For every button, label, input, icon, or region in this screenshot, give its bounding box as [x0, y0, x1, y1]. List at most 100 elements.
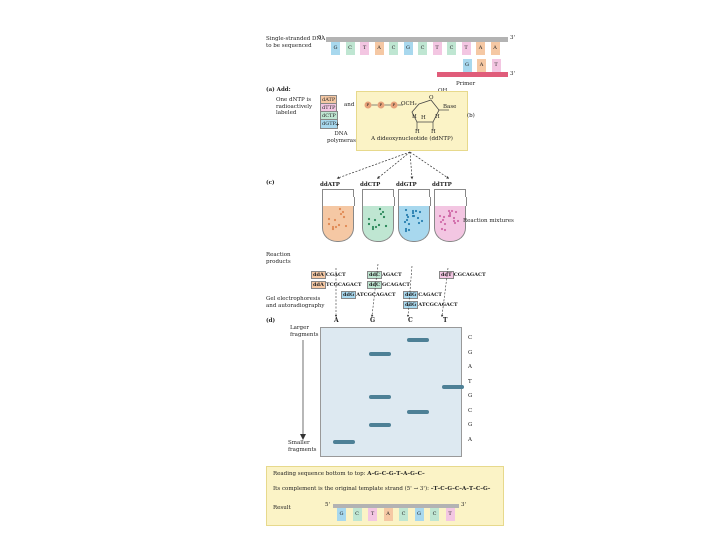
molecule-dot — [417, 221, 421, 225]
smaller-fragments-label: Smaller fragments — [288, 440, 317, 453]
template-backbone — [326, 37, 508, 42]
dispense-arrows — [336, 151, 450, 180]
molecule-dot — [416, 216, 420, 220]
molecule-dot — [331, 225, 335, 229]
lane-label: C — [408, 317, 413, 324]
h-label-2: H — [435, 114, 440, 120]
template-base: G — [403, 42, 413, 55]
molecule-dot — [333, 218, 337, 222]
reaction-mixtures-label: Reaction mixtures — [463, 218, 514, 224]
product-dd-end: ddA — [311, 271, 326, 279]
lane-label: A — [334, 317, 339, 324]
result-base: G — [414, 508, 424, 521]
template-3-end: 3' — [510, 35, 516, 41]
h-label-1: H — [412, 114, 417, 120]
molecule-dot — [407, 222, 411, 226]
template-base: A — [374, 42, 384, 55]
product-dd-end: ddG — [403, 301, 419, 309]
part-c-tag: (c) — [266, 180, 275, 186]
molecule-dot — [344, 224, 348, 228]
molecule-dot — [327, 222, 331, 226]
gel-band — [442, 385, 464, 390]
gel-arrows — [334, 263, 449, 318]
result-base: A — [383, 508, 393, 521]
molecule-dot — [373, 218, 377, 222]
tube-label: ddATP — [320, 182, 340, 188]
ring-oxygen-label: O — [429, 95, 434, 101]
product-sequence: ATCGCAGACT — [418, 302, 458, 308]
molecule-dot — [411, 211, 415, 215]
primer-3-end: 3' — [510, 71, 516, 77]
reading-panel: Reading sequence bottom to top: A–G–C–G–… — [266, 466, 504, 526]
product-sequence: ATCGCAGACT — [356, 292, 396, 298]
product-sequence: GCAGACT — [381, 282, 410, 288]
product-dd-end: ddG — [341, 291, 357, 299]
reaction-tube — [322, 205, 354, 242]
larger-fragments-label: Larger fragments — [290, 325, 319, 338]
tube-molecules — [367, 207, 388, 231]
molecule-dot — [407, 228, 411, 232]
gel-band — [369, 423, 391, 428]
h-label-3: H — [421, 115, 426, 121]
molecule-dot — [327, 217, 331, 221]
phosphate-1-circle — [364, 101, 372, 109]
dispense-arrow-g — [409, 151, 414, 180]
result-5-end: 5' — [325, 502, 331, 508]
dispense-arrow-t — [409, 151, 450, 179]
molecule-dot — [443, 222, 447, 226]
ddntp-panel: P P P OCH₂ O Base H H H H H A dideoxynuc… — [356, 91, 468, 151]
molecule-dot — [334, 225, 338, 229]
read-base: A — [468, 436, 472, 443]
tube-cap — [398, 189, 430, 198]
template-base: C — [418, 42, 427, 55]
base-label: Base — [443, 104, 457, 110]
tube-cap — [322, 189, 354, 198]
tube-neck — [322, 197, 355, 206]
molecule-dot — [411, 209, 415, 213]
tube-molecules — [327, 207, 348, 231]
tube-neck — [434, 197, 467, 206]
molecule-dot — [406, 215, 410, 219]
result-base: G — [337, 508, 346, 521]
molecule-dot — [442, 215, 446, 219]
reading-line-1-label: Reading sequence bottom to top: — [273, 471, 366, 477]
molecule-dot — [454, 210, 458, 214]
product-sequence: TCGCAGACT — [325, 282, 362, 288]
template-base: A — [476, 42, 485, 55]
molecule-dot — [453, 221, 457, 225]
result-3-end: 3' — [461, 502, 467, 508]
molecule-dot — [339, 212, 343, 216]
molecule-dot — [450, 209, 454, 213]
phosphate-1-label: P — [366, 102, 370, 107]
reaction-products-label: Reaction products — [266, 252, 291, 265]
molecule-dot — [418, 210, 422, 214]
reaction-tube — [398, 205, 430, 242]
och2-label: OCH₂ — [401, 101, 417, 107]
molecule-dot — [404, 227, 408, 231]
molecule-dot — [378, 207, 382, 211]
result-backbone — [333, 504, 459, 508]
molecule-dot — [379, 212, 383, 216]
gel-slab — [320, 327, 464, 457]
product-dd-end: ddC — [367, 271, 382, 279]
tube-label: ddGTP — [396, 182, 417, 188]
part-d-tag: (d) — [266, 318, 276, 324]
template-base: T — [360, 42, 369, 55]
template-base: T — [461, 42, 471, 55]
template-base: A — [490, 42, 500, 55]
phosphate-2-label: P — [379, 102, 383, 107]
read-base: G — [468, 422, 473, 428]
molecule-dot — [439, 220, 443, 224]
reading-line-2: Its complement is the original template … — [273, 486, 490, 493]
gel-label: Gel electrophoresis and autoradiography — [266, 296, 325, 309]
molecule-dot — [404, 208, 408, 212]
tube-cap — [362, 189, 394, 198]
one-labeled-text: One dNTP is radioactively labeled — [276, 97, 313, 116]
molecule-dot — [438, 214, 442, 218]
primer-backbone — [437, 72, 508, 77]
molecule-dot — [456, 219, 460, 223]
reading-line-2-label: Its complement is the original template … — [273, 486, 429, 492]
